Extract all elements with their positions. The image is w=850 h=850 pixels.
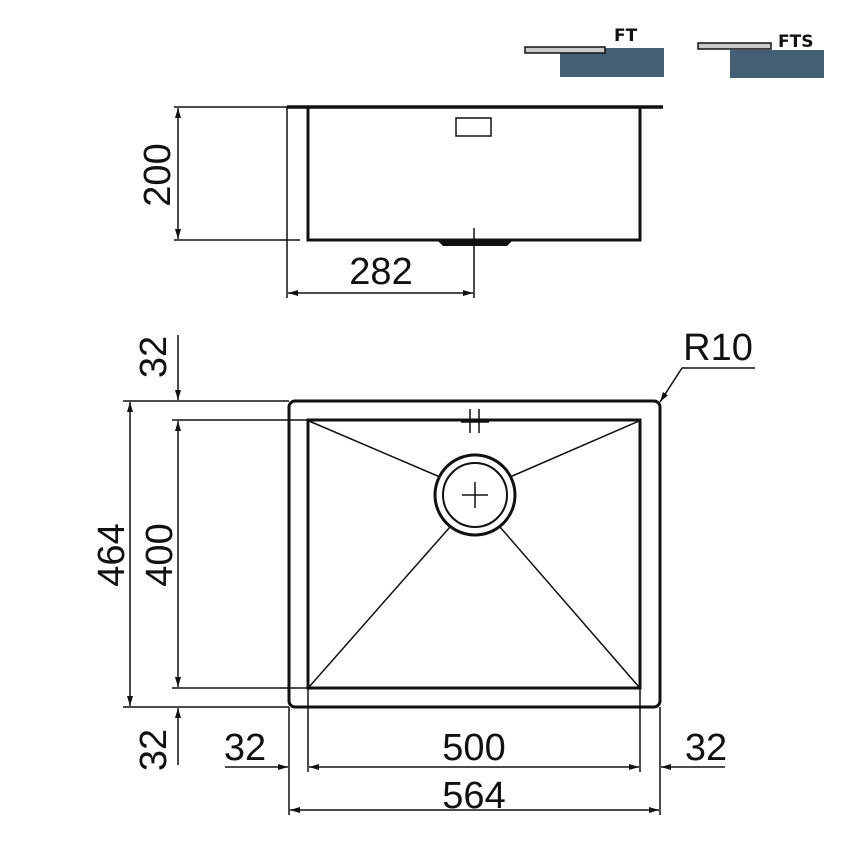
drain-outlet xyxy=(437,240,513,246)
bottom-margin-dimension: 32 xyxy=(133,729,175,771)
legend-ft: FT xyxy=(524,26,664,77)
right-margin-dimension: 32 xyxy=(685,727,727,769)
top-margin-dimension: 32 xyxy=(133,336,175,378)
fts-label: FTS xyxy=(778,32,813,52)
fts-plate xyxy=(697,42,772,50)
ft-label: FT xyxy=(614,26,638,46)
radius-label: R10 xyxy=(683,327,753,369)
legend-fts: FTS xyxy=(697,32,824,78)
bowl-slope-lines xyxy=(308,420,640,688)
ft-plate xyxy=(524,46,606,54)
total-width-dimension: 564 xyxy=(442,775,505,817)
overflow-icon xyxy=(455,117,492,137)
fts-block xyxy=(730,50,824,78)
top-view: R10 464 400 32 32 32 500 32 xyxy=(91,327,755,817)
height-dimension: 200 xyxy=(137,143,179,206)
inner-depth-dimension: 400 xyxy=(139,523,181,586)
drain-icon xyxy=(433,453,517,537)
drain-offset-dimension: 282 xyxy=(349,251,412,293)
left-margin-dimension: 32 xyxy=(224,727,266,769)
total-depth-dimension: 464 xyxy=(91,523,133,586)
center-mark xyxy=(461,409,489,433)
side-view: 200 282 xyxy=(137,105,663,298)
inner-width-dimension: 500 xyxy=(442,727,505,769)
